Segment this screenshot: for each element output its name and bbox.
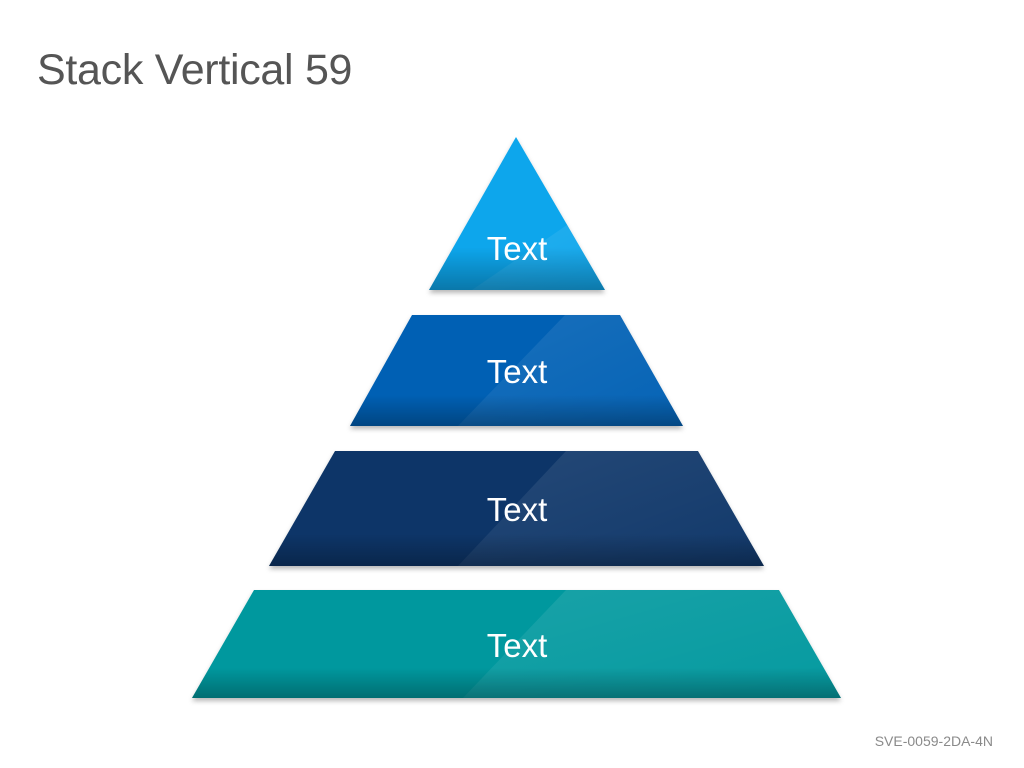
tier-3-bottom-shade xyxy=(269,451,764,566)
pyramid-tier-4: Text xyxy=(192,590,841,698)
tier-1-label: Text xyxy=(487,230,548,267)
tier-1-bottom-shade xyxy=(429,137,605,290)
pyramid-tier-2: Text xyxy=(350,315,683,426)
tier-4-bottom-shade xyxy=(192,590,841,698)
tier-2-bottom-shade xyxy=(350,315,683,426)
pyramid-tier-1: Text xyxy=(429,137,605,290)
tier-3-label: Text xyxy=(487,491,548,528)
tier-4-label: Text xyxy=(487,627,548,664)
slide-title: Stack Vertical 59 xyxy=(37,46,353,94)
pyramid-tier-3: Text xyxy=(269,451,764,566)
tier-2-label: Text xyxy=(487,353,548,390)
slide-code: SVE-0059-2DA-4N xyxy=(874,733,993,749)
